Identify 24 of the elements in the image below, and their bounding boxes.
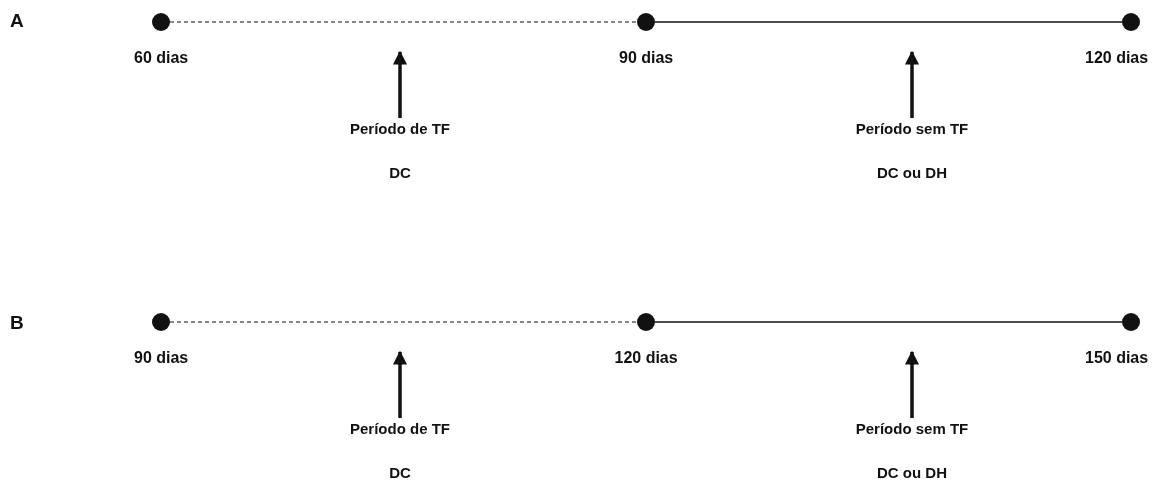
panel-letter: B [10,312,24,334]
timeline-line [169,21,638,23]
day-label: 60 dias [134,49,189,67]
timeline-line [654,21,1123,23]
group-label: DC ou DH [877,464,947,481]
period-label: Período sem TF [855,420,969,437]
arrow [905,50,919,118]
day-label: 90 dias [134,349,189,367]
arrow [393,350,407,418]
day-label: 90 dias [619,49,674,67]
group-label: DC ou DH [877,164,947,181]
panel-letter: A [10,10,24,32]
period-label: Período de TF [350,120,450,137]
period-label: Período sem TF [855,120,969,137]
group-label: DC [389,164,411,181]
day-label: 150 dias [1085,349,1149,367]
day-label: 120 dias [1085,49,1149,67]
arrow [905,350,919,418]
group-label: DC [389,464,411,481]
timeline-line [169,321,638,323]
timeline-line [654,321,1123,323]
day-label: 120 dias [614,349,678,367]
arrow [393,50,407,118]
period-label: Período de TF [350,420,450,437]
